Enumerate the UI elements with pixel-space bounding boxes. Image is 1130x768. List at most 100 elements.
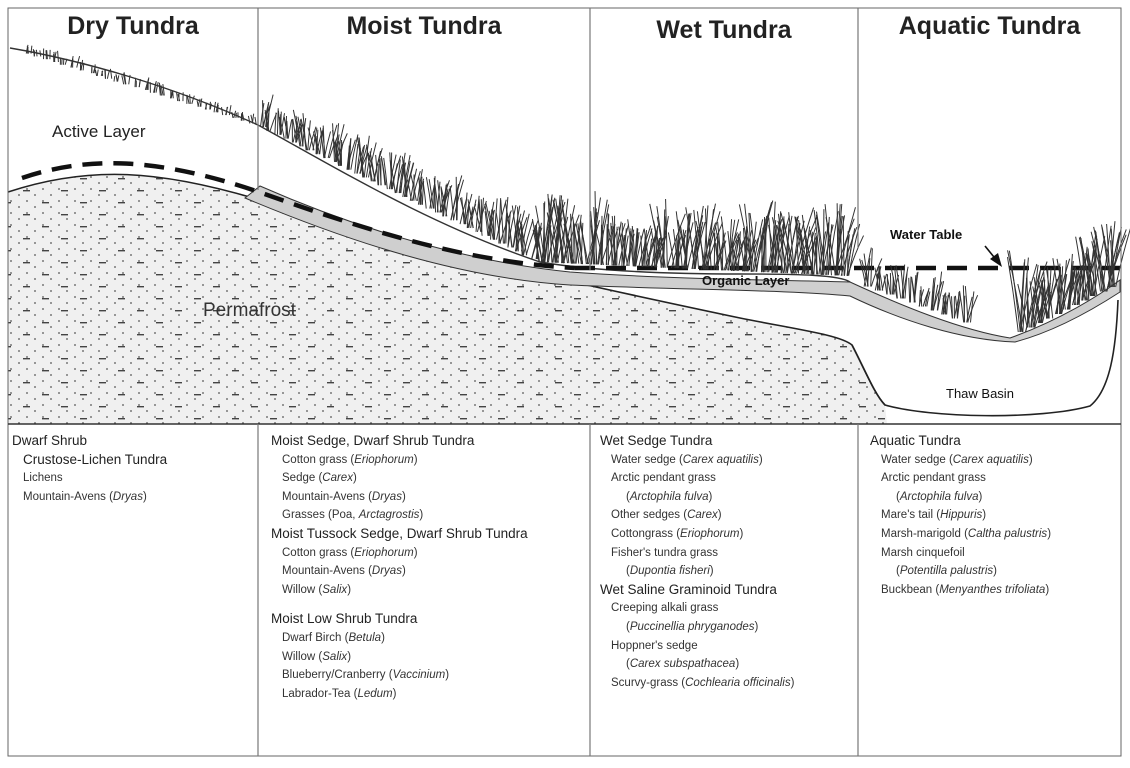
- species-item-continued: (Arctophila fulva): [870, 488, 1120, 507]
- species-name: (: [626, 490, 630, 503]
- species-name: Wet Sedge Tundra: [600, 433, 713, 448]
- species-suffix: ): [352, 472, 357, 485]
- species-name: Willow (: [282, 650, 323, 663]
- species-name: Fisher's tundra grass: [611, 546, 719, 559]
- species-suffix: ): [708, 490, 713, 503]
- species-item: Water sedge (Carex aquatilis): [600, 451, 856, 470]
- species-suffix: ): [717, 509, 722, 522]
- species-item: Willow (Salix): [271, 648, 587, 667]
- species-name: Blueberry/Cranberry (: [282, 669, 393, 682]
- species-name: Hoppner's sedge: [611, 639, 698, 652]
- scientific-name: Hippuris: [940, 509, 983, 522]
- species-item: Mountain-Avens (Dryas): [12, 488, 256, 507]
- species-item: Fisher's tundra grass: [600, 544, 856, 563]
- species-item: Mountain-Avens (Dryas): [271, 562, 587, 581]
- scientific-name: Betula: [348, 631, 382, 644]
- species-name: Moist Sedge, Dwarf Shrub Tundra: [271, 433, 475, 448]
- scientific-name: Puccinellia phryganodes: [629, 620, 755, 633]
- scientific-name: Ledum: [357, 687, 393, 700]
- species-name: Cottongrass (: [611, 527, 681, 540]
- species-item: Grasses (Poa, Arctagrostis): [271, 506, 587, 525]
- species-suffix: ): [1028, 453, 1033, 466]
- species-item-continued: (Carex subspathacea): [600, 655, 856, 674]
- species-name: Marsh-marigold (: [881, 527, 968, 540]
- scientific-name: Vaccinium: [392, 669, 446, 682]
- species-name: Aquatic Tundra: [870, 433, 961, 448]
- scientific-name: Carex aquatilis: [682, 453, 759, 466]
- thaw-basin-label: Thaw Basin: [946, 386, 1014, 401]
- species-suffix: ): [413, 546, 418, 559]
- species-name: Crustose-Lichen Tundra: [23, 451, 168, 467]
- species-name: Water sedge (: [611, 453, 683, 466]
- species-name: Sedge (: [282, 472, 323, 485]
- species-name: Grasses (Poa,: [282, 509, 359, 522]
- panel-spacer: [271, 599, 587, 610]
- species-name: Lichens: [23, 472, 63, 485]
- species-suffix: ): [978, 490, 983, 503]
- scientific-name: Dryas: [371, 565, 402, 578]
- species-item: Lichens: [12, 469, 256, 488]
- species-suffix: ): [419, 509, 424, 522]
- scientific-name: Arctagrostis: [358, 509, 420, 522]
- species-suffix: ): [347, 583, 352, 596]
- permafrost-label: Permafrost: [203, 300, 296, 321]
- scientific-name: Carex: [322, 472, 353, 485]
- species-item-continued: (Puccinellia phryganodes): [600, 618, 856, 637]
- active-layer-boundary: [21, 160, 576, 271]
- scientific-name: Carex: [687, 509, 718, 522]
- community-heading: Moist Tussock Sedge, Dwarf Shrub Tundra: [271, 525, 587, 544]
- species-suffix: ): [982, 509, 987, 522]
- community-heading: Wet Sedge Tundra: [600, 432, 856, 451]
- scientific-name: Arctophila fulva: [899, 490, 979, 503]
- zone-title-dry: Dry Tundra: [67, 12, 199, 40]
- species-name: Mountain-Avens (: [282, 490, 372, 503]
- species-suffix: ): [993, 565, 998, 578]
- species-suffix: ): [709, 565, 714, 578]
- zone-title-aquatic: Aquatic Tundra: [898, 12, 1081, 40]
- species-name: (: [896, 565, 900, 578]
- species-suffix: ): [381, 631, 385, 644]
- species-name: Other sedges (: [611, 509, 688, 522]
- species-name: Scurvy-grass (: [611, 676, 686, 689]
- scientific-name: Dupontia fisheri: [629, 565, 710, 578]
- species-suffix: ): [445, 669, 450, 682]
- species-item: Arctic pendant grass: [600, 469, 856, 488]
- species-name: (: [626, 658, 630, 671]
- scientific-name: Menyanthes trifoliata: [939, 583, 1046, 596]
- thaw-basin: [851, 299, 1119, 417]
- scientific-name: Carex subspathacea: [629, 658, 736, 671]
- scientific-name: Dryas: [112, 490, 143, 503]
- species-name: Moist Tussock Sedge, Dwarf Shrub Tundra: [271, 525, 528, 541]
- zone-title-wet: Wet Tundra: [656, 16, 792, 44]
- species-item: Marsh-marigold (Caltha palustris): [870, 525, 1120, 544]
- organic-layer: [244, 185, 1121, 343]
- species-item: Willow (Salix): [271, 581, 587, 600]
- species-suffix: ): [735, 658, 740, 671]
- species-item: Labrador-Tea (Ledum): [271, 685, 587, 704]
- species-suffix: ): [1047, 527, 1052, 540]
- species-item-continued: (Potentilla palustris): [870, 562, 1120, 581]
- species-suffix: ): [401, 565, 406, 578]
- species-item: Cottongrass (Eriophorum): [600, 525, 856, 544]
- species-name: Water sedge (: [881, 453, 953, 466]
- scientific-name: Dryas: [371, 490, 402, 503]
- species-item: Arctic pendant grass: [870, 469, 1120, 488]
- species-item: Creeping alkali grass: [600, 599, 856, 618]
- species-item: Mare's tail (Hippuris): [870, 506, 1120, 525]
- species-item: Scurvy-grass (Cochlearia officinalis): [600, 674, 856, 693]
- scientific-name: Eriophorum: [354, 546, 414, 559]
- community-heading: Moist Low Shrub Tundra: [271, 610, 587, 629]
- species-name: Dwarf Shrub: [12, 433, 88, 448]
- species-name: Dwarf Birch (: [282, 631, 349, 644]
- species-item: Water sedge (Carex aquatilis): [870, 451, 1120, 470]
- species-suffix: ): [758, 453, 763, 466]
- species-suffix: ): [413, 453, 418, 466]
- scientific-name: Eriophorum: [354, 453, 414, 466]
- species-item: Marsh cinquefoil: [870, 544, 1120, 563]
- species-item-continued: (Dupontia fisheri): [600, 562, 856, 581]
- species-suffix: ): [1045, 583, 1050, 596]
